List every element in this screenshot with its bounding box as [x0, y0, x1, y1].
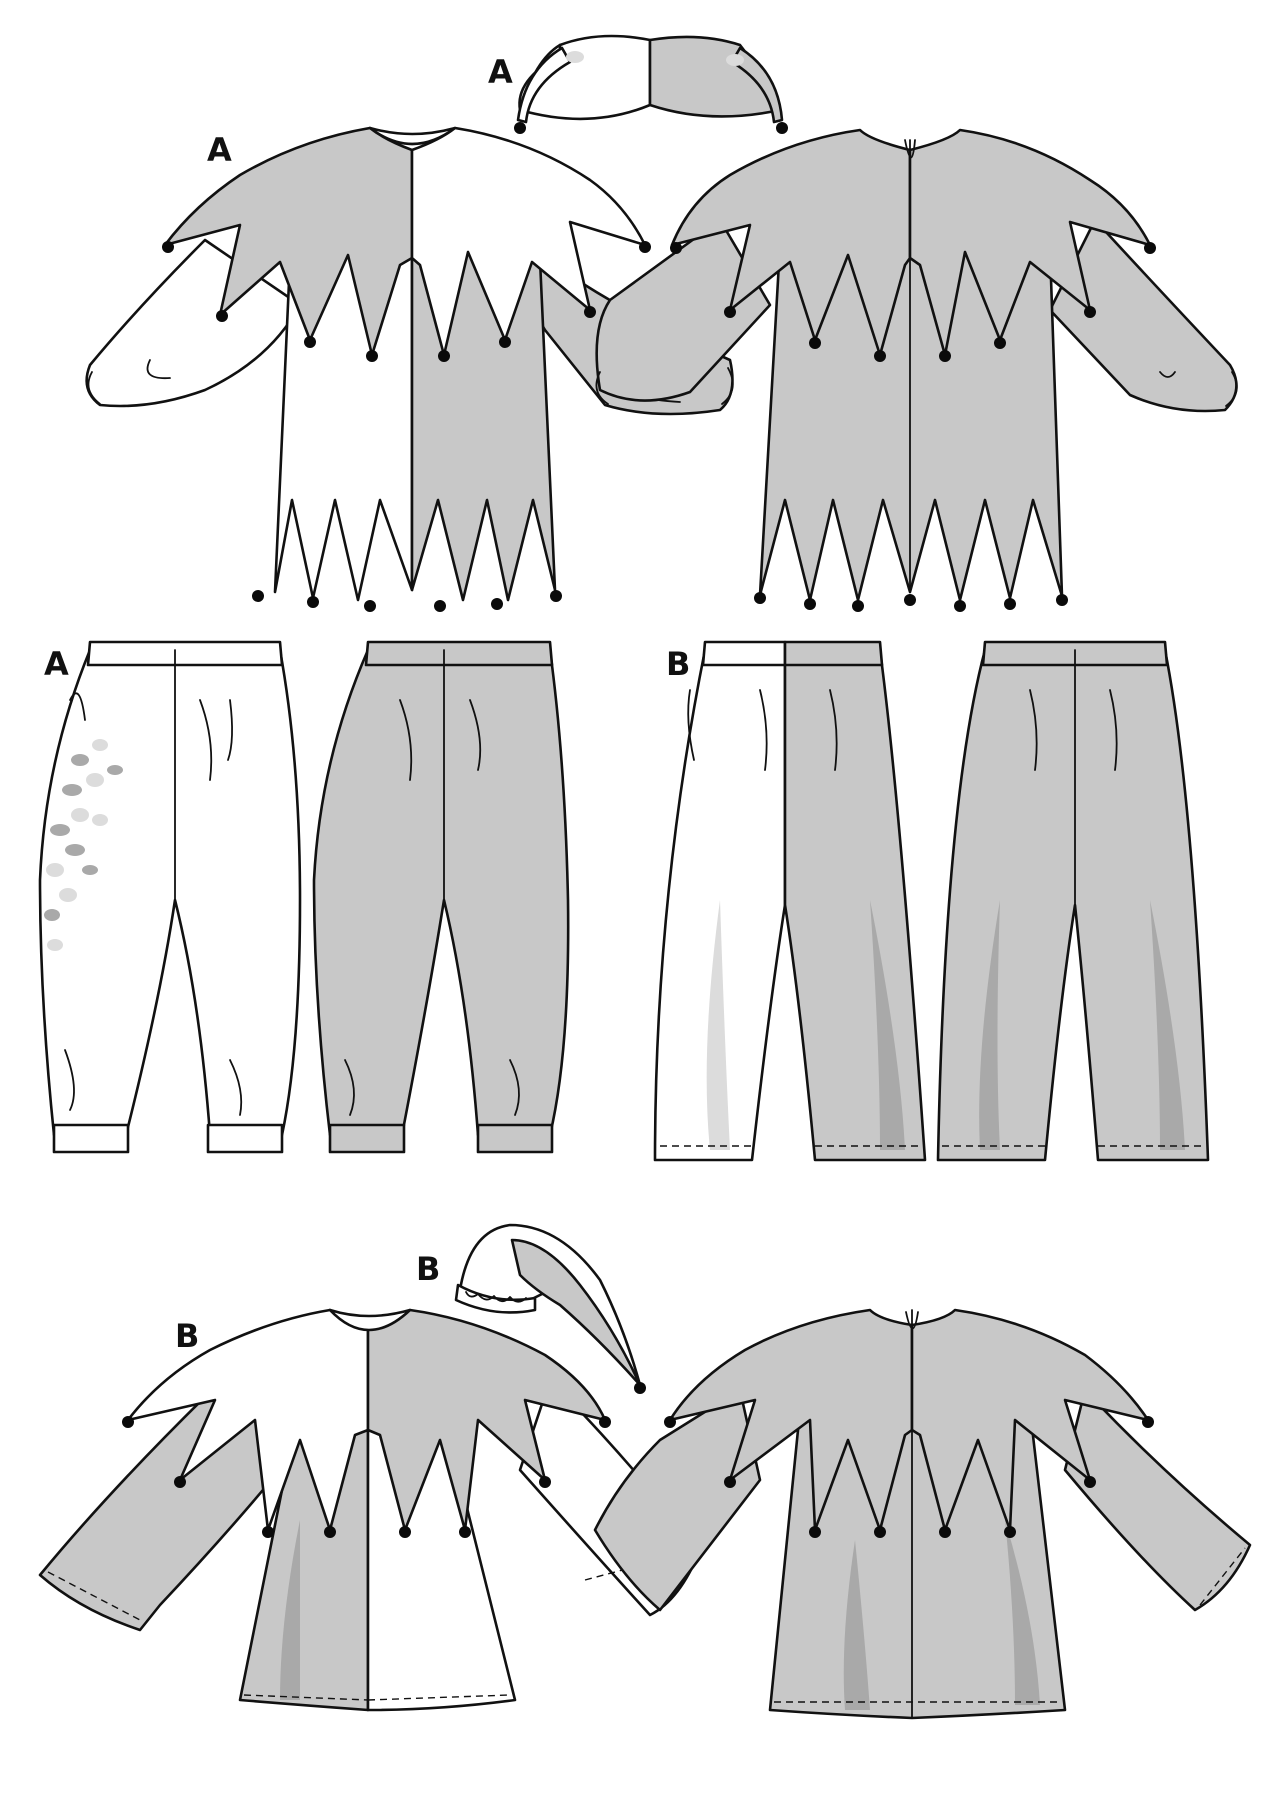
pants-b-front — [653, 640, 927, 1162]
pants-a-back — [312, 640, 570, 1154]
pants-a-dot-pattern — [44, 739, 123, 951]
hat-b — [454, 1223, 646, 1394]
jacket-b-front — [38, 1308, 702, 1712]
label-jacket-b: B — [175, 1317, 200, 1355]
label-hat-b: B — [416, 1250, 441, 1288]
hat-a — [514, 34, 788, 134]
label-hat-a: A — [488, 53, 513, 91]
jacket-a-front — [85, 126, 734, 612]
jacket-a-back — [595, 128, 1238, 612]
label-pants-b: B — [666, 645, 691, 683]
label-pants-a: A — [44, 645, 69, 683]
label-jacket-a: A — [207, 131, 232, 169]
jacket-b-back — [593, 1308, 1252, 1720]
pants-a-front — [38, 640, 302, 1154]
pants-b-back — [936, 640, 1210, 1162]
